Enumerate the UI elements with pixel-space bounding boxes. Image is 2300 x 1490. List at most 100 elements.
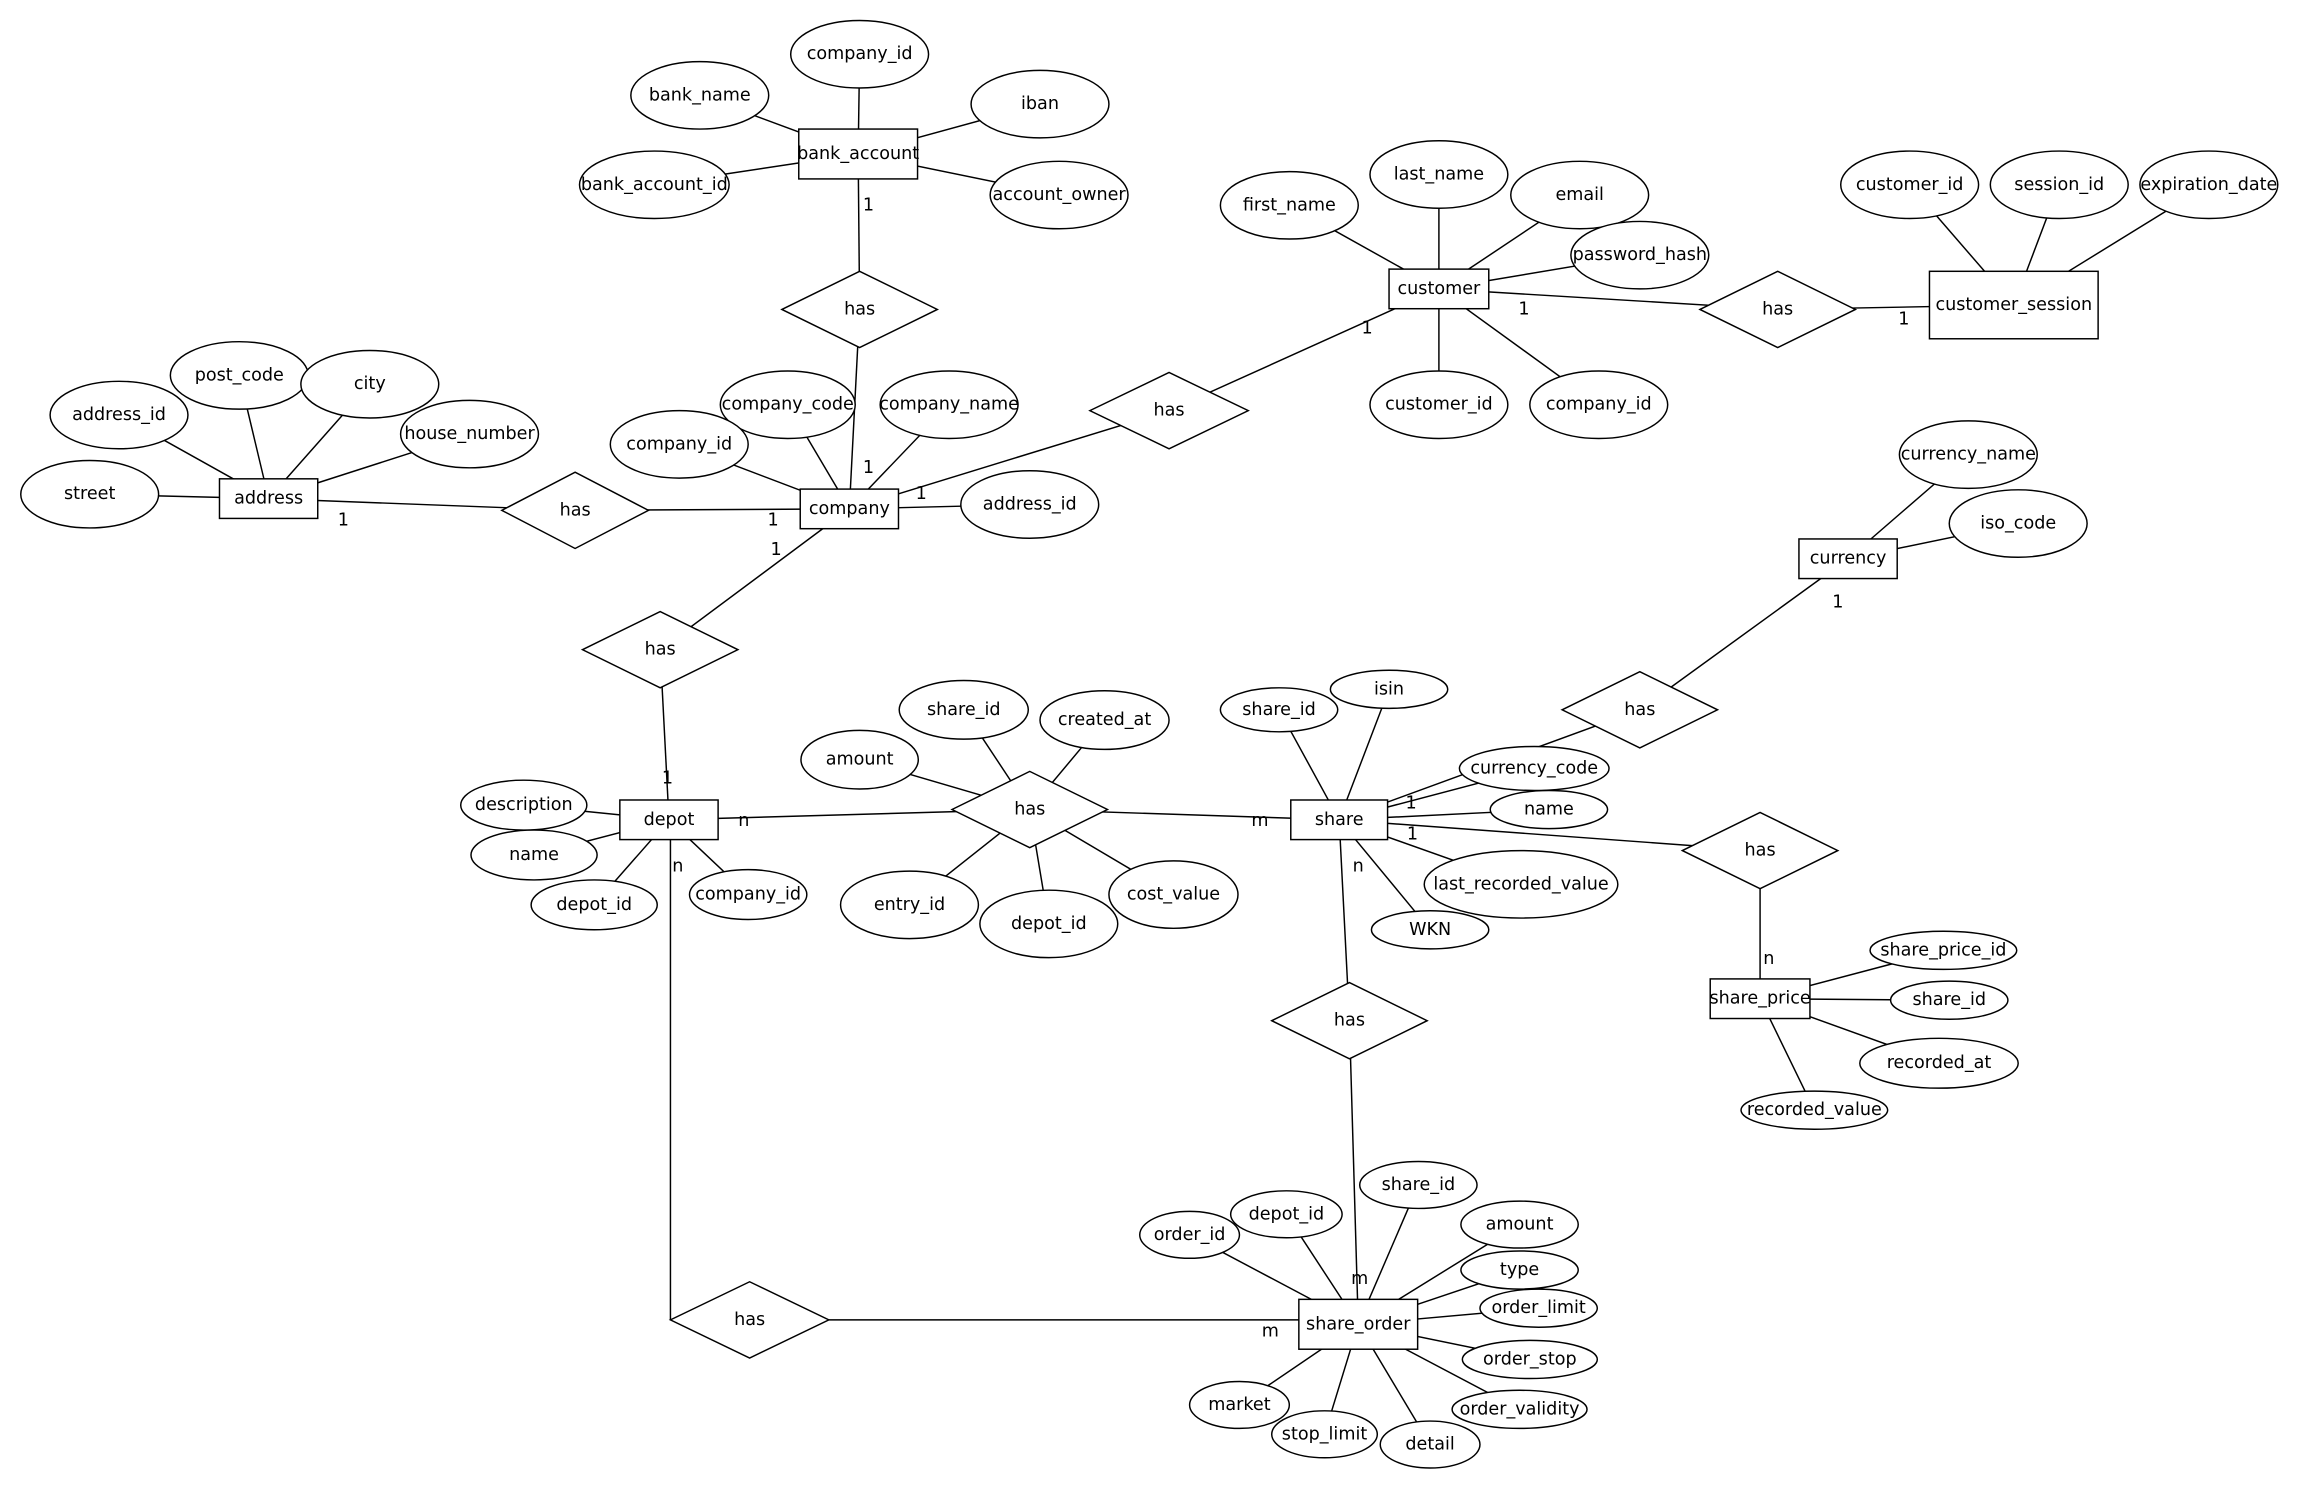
attribute-ellipse: [1219, 687, 1339, 733]
attribute-address-id[interactable]: address_id: [960, 470, 1100, 539]
attribute-type[interactable]: type: [1460, 1250, 1579, 1290]
attribute-password-hash[interactable]: password_hash: [1570, 220, 1710, 290]
entity-bank-account[interactable]: bank_account: [797, 128, 919, 180]
attribute-recorded-at[interactable]: recorded_at: [1859, 1037, 2019, 1089]
attribute-wkn[interactable]: WKN: [1370, 909, 1490, 950]
entity-company[interactable]: company: [799, 488, 900, 530]
attribute-ellipse: [800, 729, 920, 790]
entity-address[interactable]: address: [218, 478, 319, 520]
attribute-detail[interactable]: detail: [1379, 1420, 1481, 1469]
attribute-amount[interactable]: amount: [1460, 1200, 1579, 1249]
attribute-bank-account-id[interactable]: bank_account_id: [578, 150, 730, 220]
attribute-expiration-date[interactable]: expiration_date: [2139, 150, 2279, 220]
attribute-ellipse: [1510, 160, 1650, 230]
attribute-name: entry_id: [874, 895, 945, 915]
cardinality-label: m: [1251, 811, 1268, 831]
attribute-share-id[interactable]: share_id: [1219, 687, 1339, 733]
entity-share-price[interactable]: share_price: [1709, 978, 1811, 1020]
attribute-iban[interactable]: iban: [970, 69, 1110, 139]
relationship-attribute-share-id[interactable]: share_id: [898, 679, 1030, 740]
attribute-share-id[interactable]: share_id: [1889, 980, 2009, 1020]
attribute-name[interactable]: name: [470, 829, 598, 881]
connector-line: [1639, 558, 1849, 711]
attribute-last-name[interactable]: last_name: [1369, 140, 1509, 209]
attribute-isin[interactable]: isin: [1329, 669, 1449, 710]
attribute-city[interactable]: city: [300, 349, 440, 419]
relationship-attribute-entry-id[interactable]: entry_id: [839, 870, 980, 940]
attribute-name: amount: [1486, 1215, 1554, 1235]
attribute-name: expiration_date: [2140, 175, 2277, 195]
attribute-company-name[interactable]: company_name: [879, 370, 1019, 440]
cardinality-label: 1: [1405, 794, 1416, 814]
attribute-last-recorded-value[interactable]: last_recorded_value: [1423, 849, 1619, 919]
attribute-name: depot_id: [1011, 914, 1087, 934]
attribute-email[interactable]: email: [1510, 160, 1650, 230]
attribute-ellipse: [1108, 860, 1239, 930]
attribute-name: company_id: [626, 434, 732, 454]
attribute-recorded-value[interactable]: recorded_value: [1740, 1090, 1889, 1130]
attribute-order-validity[interactable]: order_validity: [1451, 1389, 1588, 1430]
attribute-post-code[interactable]: post_code: [169, 340, 309, 410]
attribute-name: street: [64, 484, 116, 504]
attribute-name: bank_account_id: [581, 175, 728, 195]
attribute-bank-name[interactable]: bank_name: [630, 60, 770, 130]
attribute-customer-id[interactable]: customer_id: [1840, 150, 1980, 220]
attribute-share-price-id[interactable]: share_price_id: [1869, 930, 2018, 971]
entity-share-order[interactable]: share_order: [1298, 1298, 1419, 1350]
relationship-attribute-depot-id[interactable]: depot_id: [979, 889, 1119, 959]
attribute-order-limit[interactable]: order_limit: [1479, 1288, 1599, 1328]
attribute-ellipse: [1369, 370, 1509, 440]
cardinality-label: 1: [863, 195, 874, 215]
attribute-stop-limit[interactable]: stop_limit: [1270, 1410, 1379, 1459]
attribute-customer-id[interactable]: customer_id: [1369, 370, 1509, 440]
attribute-ellipse: [1740, 1090, 1889, 1130]
attribute-depot-id[interactable]: depot_id: [1229, 1190, 1343, 1239]
attribute-company-id[interactable]: company_id: [1529, 370, 1669, 440]
entity-currency[interactable]: currency: [1798, 538, 1898, 580]
relationship-diamond: [1270, 981, 1429, 1060]
attribute-ellipse: [839, 870, 980, 940]
attribute-depot-id[interactable]: depot_id: [530, 879, 658, 931]
attribute-address-id[interactable]: address_id: [49, 380, 189, 450]
entity-share[interactable]: share: [1290, 799, 1389, 841]
attribute-account-owner[interactable]: account_owner: [989, 160, 1129, 230]
attribute-company-code[interactable]: company_code: [719, 370, 856, 440]
attribute-order-stop[interactable]: order_stop: [1461, 1339, 1599, 1380]
attribute-house-number[interactable]: house_number: [399, 399, 540, 469]
attribute-market[interactable]: market: [1188, 1380, 1291, 1430]
relationship-attribute-cost-value[interactable]: cost_value: [1108, 860, 1239, 930]
entity-customer-session[interactable]: customer_session: [1928, 270, 2099, 340]
attribute-street[interactable]: street: [20, 459, 160, 529]
attribute-currency-code[interactable]: currency_code: [1458, 745, 1610, 792]
attribute-iso-code[interactable]: iso_code: [1948, 489, 2088, 559]
attribute-name[interactable]: name: [1489, 789, 1609, 830]
attribute-first-name[interactable]: first_name: [1219, 170, 1359, 240]
attribute-company-id[interactable]: company_id: [789, 19, 930, 89]
attribute-name: house_number: [404, 424, 535, 444]
attribute-company-id[interactable]: company_id: [688, 868, 808, 921]
relationship-attribute-created-at[interactable]: created_at: [1039, 690, 1170, 751]
attribute-company-id[interactable]: company_id: [609, 409, 749, 479]
entity-customer[interactable]: customer: [1388, 268, 1490, 310]
relationship-attribute-amount[interactable]: amount: [800, 729, 920, 790]
attribute-currency-name[interactable]: currency_name: [1898, 420, 2038, 490]
entity-depot[interactable]: depot: [619, 799, 719, 841]
attribute-description[interactable]: description: [459, 779, 588, 831]
cardinality-label: 1: [1832, 593, 1843, 613]
attribute-session-id[interactable]: session_id: [1989, 150, 2129, 220]
cardinality-label: 1: [662, 769, 673, 789]
attribute-order-id[interactable]: order_id: [1139, 1210, 1241, 1260]
attribute-ellipse: [630, 60, 770, 130]
attribute-share-id[interactable]: share_id: [1358, 1160, 1478, 1210]
relationship-label: has: [844, 299, 875, 319]
